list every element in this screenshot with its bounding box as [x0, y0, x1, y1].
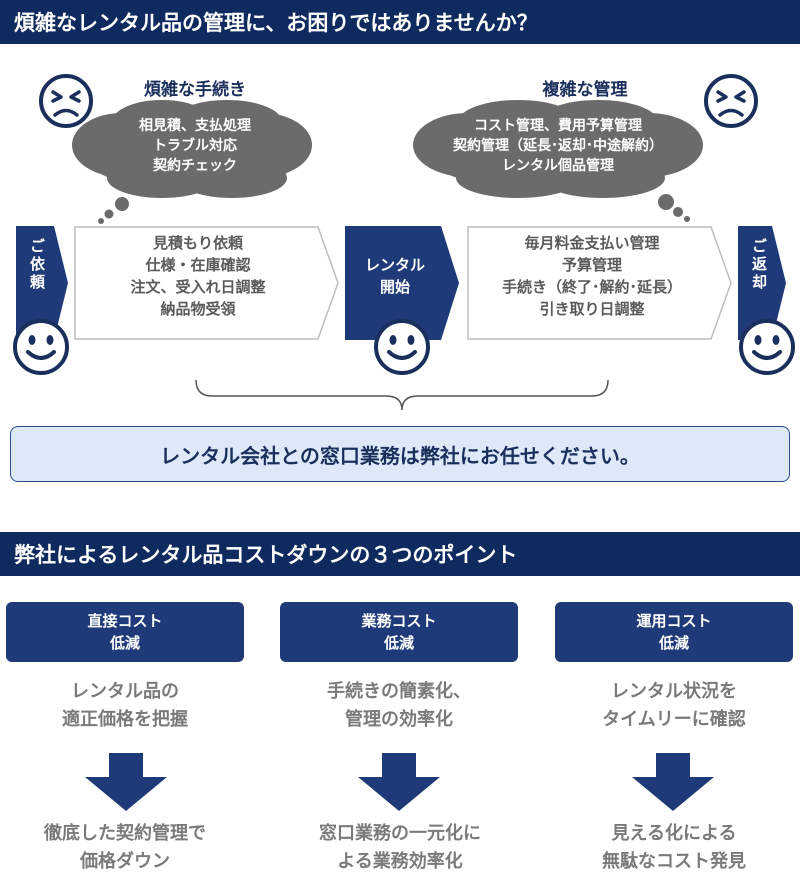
callout-box: レンタル会社との窓口業務は弊社にお任せください。	[10, 426, 790, 482]
cloud-line: 契約管理（延長･返却･中途解約）	[453, 138, 663, 154]
sad-face-icon	[39, 74, 93, 128]
cloud-line: 相見積、支払処理	[139, 118, 251, 134]
end-label: ご返却	[750, 238, 768, 292]
callout-text: レンタル会社との窓口業務は弊社にお任せください。	[160, 443, 640, 468]
right-heading: 複雑な管理	[542, 80, 628, 100]
middle-line: 開始	[379, 278, 410, 296]
step2-box	[467, 226, 732, 340]
step-line: 仕様・在庫確認	[145, 256, 251, 274]
badge-line: 低減	[109, 634, 140, 652]
step-line: 納品物受領	[160, 300, 236, 318]
badge-line: 低減	[383, 634, 414, 652]
step-line: 手続き（終了･解約･延長）	[501, 278, 682, 296]
step-line: 予算管理	[561, 256, 622, 274]
step-line: 毎月料金支払い管理	[524, 234, 660, 252]
section2-title-bar: 弊社によるレンタル品コストダウンの３つのポイント	[0, 532, 800, 576]
point-line: 見える化による	[611, 823, 737, 844]
point-line: 価格ダウン	[80, 851, 170, 872]
point-line: レンタル状況を	[611, 681, 737, 702]
point-line: 徹底した契約管理で	[44, 823, 206, 844]
brace-icon	[195, 379, 609, 411]
right-cloud-text: コスト管理、費用予算管理 契約管理（延長･返却･中途解約） レンタル個品管理	[410, 116, 706, 176]
cloud-line: コスト管理、費用予算管理	[474, 118, 642, 134]
arrow-down-icon	[358, 753, 440, 811]
point-line: レンタル品の	[71, 681, 179, 702]
smile-face-icon	[13, 319, 69, 375]
cloud-line: レンタル個品管理	[502, 158, 614, 174]
section1-title-bar: 煩雑なレンタル品の管理に、お困りではありませんか？	[0, 0, 800, 44]
right-thought-cloud	[413, 100, 703, 222]
step-line: 注文、受入れ日調整	[130, 278, 266, 296]
badge-line: 低減	[658, 634, 689, 652]
point1-badge: 直接コスト 低減	[6, 602, 244, 662]
section1-title: 煩雑なレンタル品の管理に、お困りではありませんか？	[14, 11, 538, 35]
badge-line: 直接コスト	[87, 612, 163, 630]
step-line: 見積もり依頼	[152, 234, 243, 252]
step1-box	[74, 226, 339, 340]
start-label: ご依頼	[28, 238, 46, 292]
point3-badge: 運用コスト 低減	[555, 602, 793, 662]
point-line: よる業務効率化	[337, 851, 463, 872]
badge-line: 運用コスト	[636, 612, 712, 630]
point-line: 管理の効率化	[345, 709, 453, 730]
point2-top: 手続きの簡素化、 管理の効率化	[280, 678, 518, 734]
cloud-line: 契約チェック	[153, 158, 237, 174]
point-line: タイムリーに確認	[602, 709, 746, 730]
point-line: 無駄なコスト発見	[602, 851, 746, 872]
point-line: 適正価格を把握	[62, 709, 188, 730]
point1-bottom: 徹底した契約管理で 価格ダウン	[0, 820, 250, 876]
point3-bottom: 見える化による 無駄なコスト発見	[550, 820, 798, 876]
point2-bottom: 窓口業務の一元化に よる業務効率化	[272, 820, 528, 876]
arrow-down-icon	[632, 753, 714, 811]
badge-line: 業務コスト	[361, 612, 437, 630]
middle-arrow-shape	[345, 226, 459, 340]
point-line: 手続きの簡素化、	[327, 681, 471, 702]
point2-badge: 業務コスト 低減	[280, 602, 518, 662]
left-cloud-text: 相見積、支払処理 トラブル対応 契約チェック	[80, 116, 310, 176]
smile-face-icon	[374, 319, 430, 375]
arrow-down-icon	[85, 753, 167, 811]
point1-top: レンタル品の 適正価格を把握	[6, 678, 244, 734]
middle-label: レンタル 開始	[348, 254, 442, 298]
start-arrow-shape	[16, 226, 68, 340]
smile-face-icon	[739, 319, 795, 375]
section2-title: 弊社によるレンタル品コストダウンの３つのポイント	[14, 543, 518, 567]
sad-face-icon	[704, 74, 758, 128]
step-line: 引き取り日調整	[539, 300, 645, 318]
point-line: 窓口業務の一元化に	[319, 823, 481, 844]
left-heading: 煩雑な手続き	[144, 80, 246, 100]
end-arrow-shape	[738, 226, 786, 340]
step1-text: 見積もり依頼 仕様・在庫確認 注文、受入れ日調整 納品物受領	[76, 232, 320, 320]
cloud-line: トラブル対応	[153, 138, 237, 154]
point3-top: レンタル状況を タイムリーに確認	[555, 678, 793, 734]
step2-text: 毎月料金支払い管理 予算管理 手続き（終了･解約･延長） 引き取り日調整	[467, 232, 717, 320]
left-thought-cloud	[72, 100, 312, 224]
middle-line: レンタル	[364, 256, 425, 274]
